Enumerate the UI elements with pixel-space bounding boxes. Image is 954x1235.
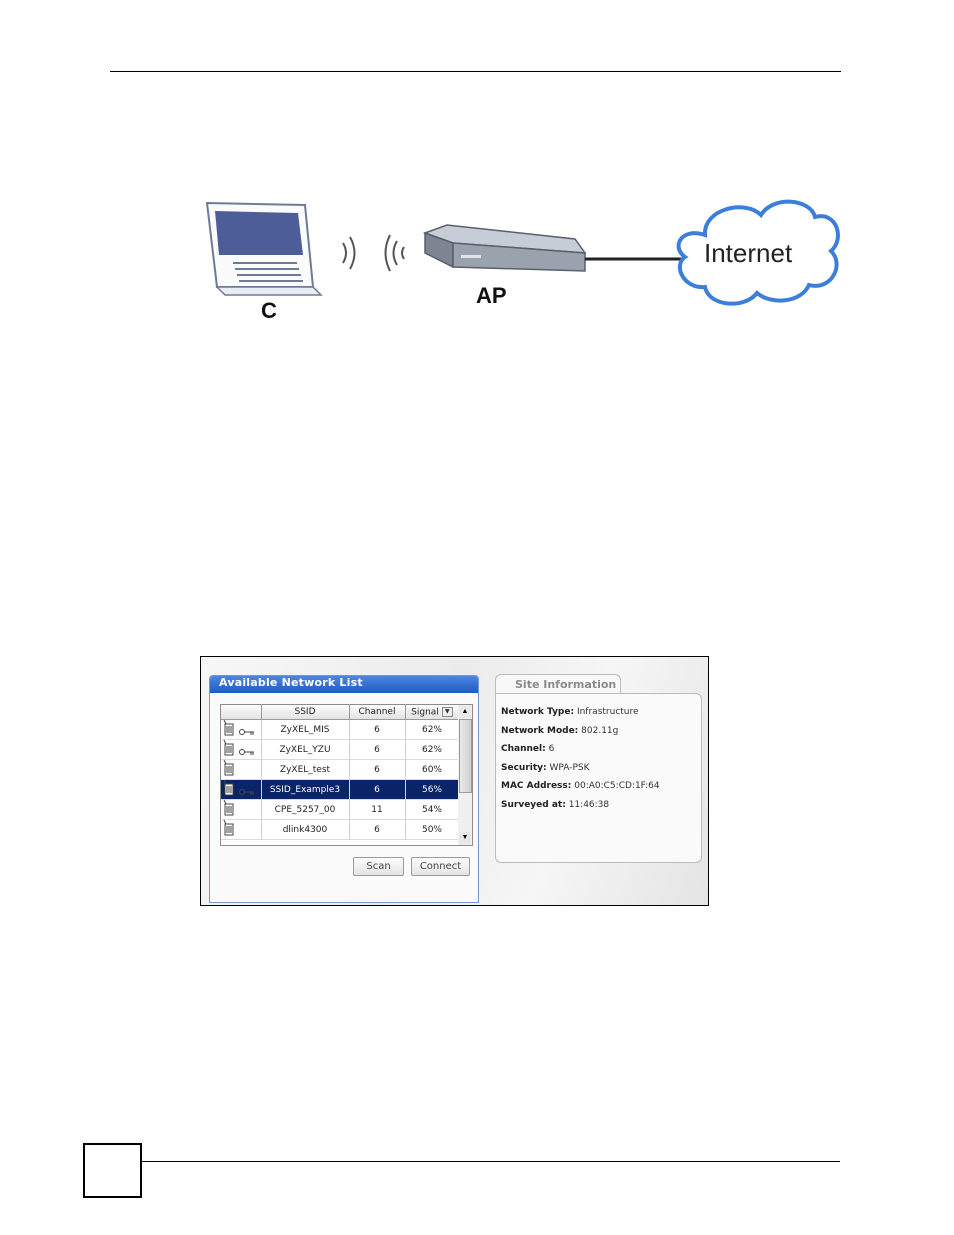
info-surveyed-at: Surveyed at: 11:46:38 [501, 800, 610, 810]
network-diagram: C AP Internet [205, 195, 841, 323]
sort-down-icon[interactable]: ▼ [441, 706, 453, 717]
cell-ssid: SSID_Example3 [261, 779, 350, 800]
access-point-icon [223, 779, 235, 799]
scroll-thumb[interactable] [459, 719, 472, 793]
cell-channel: 6 [349, 779, 406, 800]
row-icons [221, 719, 262, 740]
tab-site-information[interactable]: Site Information [495, 674, 621, 693]
row-icons [221, 739, 262, 760]
column-header-channel[interactable]: Channel [349, 705, 406, 720]
cell-signal: 54% [405, 799, 460, 820]
diagram-graphics [205, 199, 840, 306]
cell-signal: 60% [405, 759, 460, 780]
cell-signal: 62% [405, 719, 460, 740]
page-number-box [83, 1143, 142, 1198]
scroll-down-icon[interactable]: ▼ [459, 832, 471, 844]
network-list-title: Available Network List [210, 676, 478, 693]
info-network-type: Network Type: Infrastructure [501, 707, 639, 717]
internet-cloud-icon [676, 199, 840, 306]
row-icons [221, 759, 262, 780]
network-list-scrollbar[interactable]: ▲ ▼ [458, 704, 473, 846]
row-icons [221, 779, 262, 800]
security-key-icon [239, 749, 255, 759]
row-icons [221, 819, 262, 840]
cell-ssid: ZyXEL_MIS [261, 719, 350, 740]
info-channel: Channel: 6 [501, 744, 555, 754]
cell-signal: 62% [405, 739, 460, 760]
cell-ssid: ZyXEL_test [261, 759, 350, 780]
scroll-up-icon[interactable]: ▲ [459, 706, 471, 718]
cell-channel: 6 [349, 819, 406, 840]
info-security: Security: WPA-PSK [501, 763, 590, 773]
internet-label: Internet [704, 238, 793, 268]
cell-ssid: ZyXEL_YZU [261, 739, 350, 760]
info-mac-address: MAC Address: 00:A0:C5:CD:1F:64 [501, 781, 660, 791]
access-point-icon [223, 819, 235, 839]
laptop-icon [205, 201, 323, 296]
cell-ssid: CPE_5257_00 [261, 799, 350, 820]
access-point-icon [223, 799, 235, 819]
security-key-icon [239, 729, 255, 739]
security-key-icon [239, 789, 255, 799]
connect-button[interactable]: Connect [411, 857, 470, 876]
access-point-icon [223, 759, 235, 779]
column-header-icons [221, 705, 262, 720]
cell-channel: 11 [349, 799, 406, 820]
cell-channel: 6 [349, 759, 406, 780]
available-network-panel: Available Network List SSID Channel Sign… [209, 675, 479, 903]
access-point-icon [223, 719, 235, 739]
cell-signal: 50% [405, 819, 460, 840]
cell-ssid: dlink4300 [261, 819, 350, 840]
site-information-panel: Network Type: Infrastructure Network Mod… [495, 693, 702, 863]
access-point-label: AP [476, 283, 507, 308]
cell-signal: 56% [405, 779, 460, 800]
access-point-icon [223, 739, 235, 759]
scan-button[interactable]: Scan [353, 857, 404, 876]
cell-channel: 6 [349, 719, 406, 740]
row-icons [221, 799, 262, 820]
column-header-signal[interactable]: Signal▼ [405, 705, 460, 720]
footer-rule [140, 1161, 840, 1162]
client-label: C [261, 298, 277, 323]
signal-header-label: Signal [411, 707, 439, 718]
utility-screenshot: Available Network List SSID Channel Sign… [200, 656, 709, 906]
wireless-waves-icon [342, 234, 405, 272]
header-rule [110, 71, 841, 72]
info-network-mode: Network Mode: 802.11g [501, 726, 619, 736]
column-header-ssid[interactable]: SSID [261, 705, 350, 720]
access-point-icon [422, 224, 587, 272]
cell-channel: 6 [349, 739, 406, 760]
